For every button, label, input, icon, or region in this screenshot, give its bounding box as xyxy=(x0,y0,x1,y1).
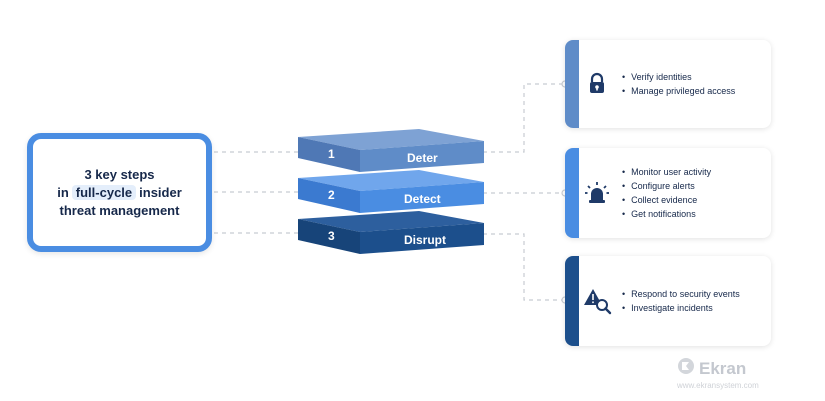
list-item: Collect evidence xyxy=(622,193,711,207)
brand-logo-row: Ekran xyxy=(677,357,787,380)
card-detect-accent xyxy=(565,148,579,238)
card-deter: Verify identities Manage privileged acce… xyxy=(565,40,771,128)
list-item: Configure alerts xyxy=(622,179,711,193)
card-detect: Monitor user activity Configure alerts C… xyxy=(565,148,771,238)
card-deter-list: Verify identities Manage privileged acce… xyxy=(622,70,735,98)
title-line-2-pre: in xyxy=(57,184,69,200)
card-deter-accent xyxy=(565,40,579,128)
warning-search-icon xyxy=(582,286,612,316)
layer-detect: 2 Detect xyxy=(298,170,484,213)
list-item: Verify identities xyxy=(622,70,735,84)
brand-url: www.ekransystem.com xyxy=(677,381,759,390)
connector-deter-right xyxy=(483,83,565,153)
title-line-3: threat management xyxy=(59,202,180,218)
right-connectors xyxy=(483,83,565,301)
list-item: Get notifications xyxy=(622,207,711,221)
layer-disrupt: 3 Disrupt xyxy=(298,211,484,254)
title-line-1: 3 key steps xyxy=(84,166,155,182)
list-item: Investigate incidents xyxy=(622,301,740,315)
brand-watermark: Ekran www.ekransystem.com xyxy=(677,357,787,393)
list-item: Manage privileged access xyxy=(622,84,735,98)
step-number-1: 1 xyxy=(328,147,335,161)
step-label-disrupt: Disrupt xyxy=(404,233,446,247)
title-line-2-post: insider xyxy=(139,184,182,200)
card-disrupt: Respond to security events Investigate i… xyxy=(565,256,771,346)
title-highlight: full-cycle xyxy=(71,184,137,200)
brand-name: Ekran xyxy=(699,358,747,378)
step-number-3: 3 xyxy=(328,229,335,243)
step-number-2: 2 xyxy=(328,188,335,202)
step-label-detect: Detect xyxy=(404,192,441,206)
card-disrupt-list: Respond to security events Investigate i… xyxy=(622,287,740,315)
lock-icon xyxy=(582,69,612,99)
alarm-light-icon xyxy=(582,178,612,208)
ekran-logo-icon xyxy=(677,357,695,380)
list-item: Monitor user activity xyxy=(622,165,711,179)
list-item: Respond to security events xyxy=(622,287,740,301)
step-label-deter: Deter xyxy=(407,151,438,165)
card-detect-list: Monitor user activity Configure alerts C… xyxy=(622,165,711,221)
connector-disrupt-right xyxy=(483,233,565,301)
card-disrupt-accent xyxy=(565,256,579,346)
left-connectors xyxy=(214,151,300,234)
layer-deter: 1 Deter xyxy=(298,129,484,172)
